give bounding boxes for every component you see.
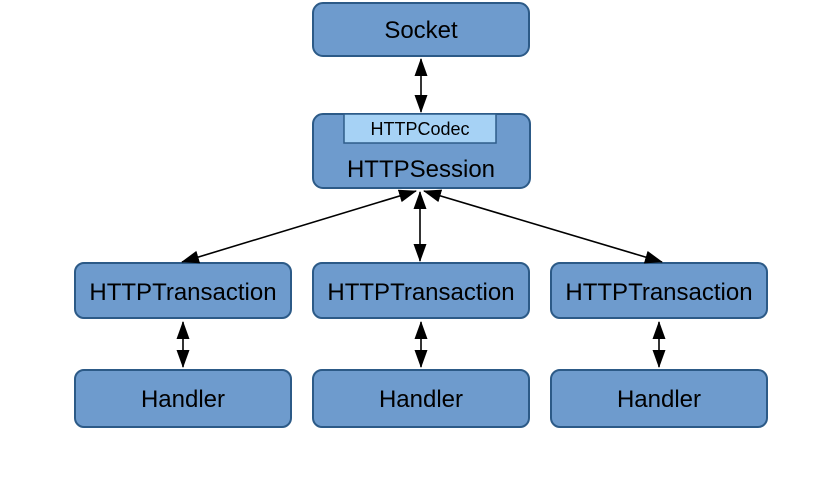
session-transaction3-arrow [423,189,663,264]
transaction-node-2 [312,262,530,319]
handler-node-2 [312,369,530,428]
codec-label: HTTPCodec [370,119,469,139]
handler-node-1 [74,369,292,428]
handler-label-2: Handler [379,386,463,413]
socket-node [312,2,530,57]
transaction-label-3: HTTPTransaction [565,279,752,306]
handler-node-3 [550,369,768,428]
transaction-label-1: HTTPTransaction [89,279,276,306]
transaction-label-2: HTTPTransaction [327,279,514,306]
session-transaction1-arrow [181,189,417,264]
handler-label-3: Handler [617,386,701,413]
handler-label-1: Handler [141,386,225,413]
session-label: HTTPSession [347,156,495,183]
socket-label: Socket [384,17,458,44]
codec-node [343,113,497,144]
